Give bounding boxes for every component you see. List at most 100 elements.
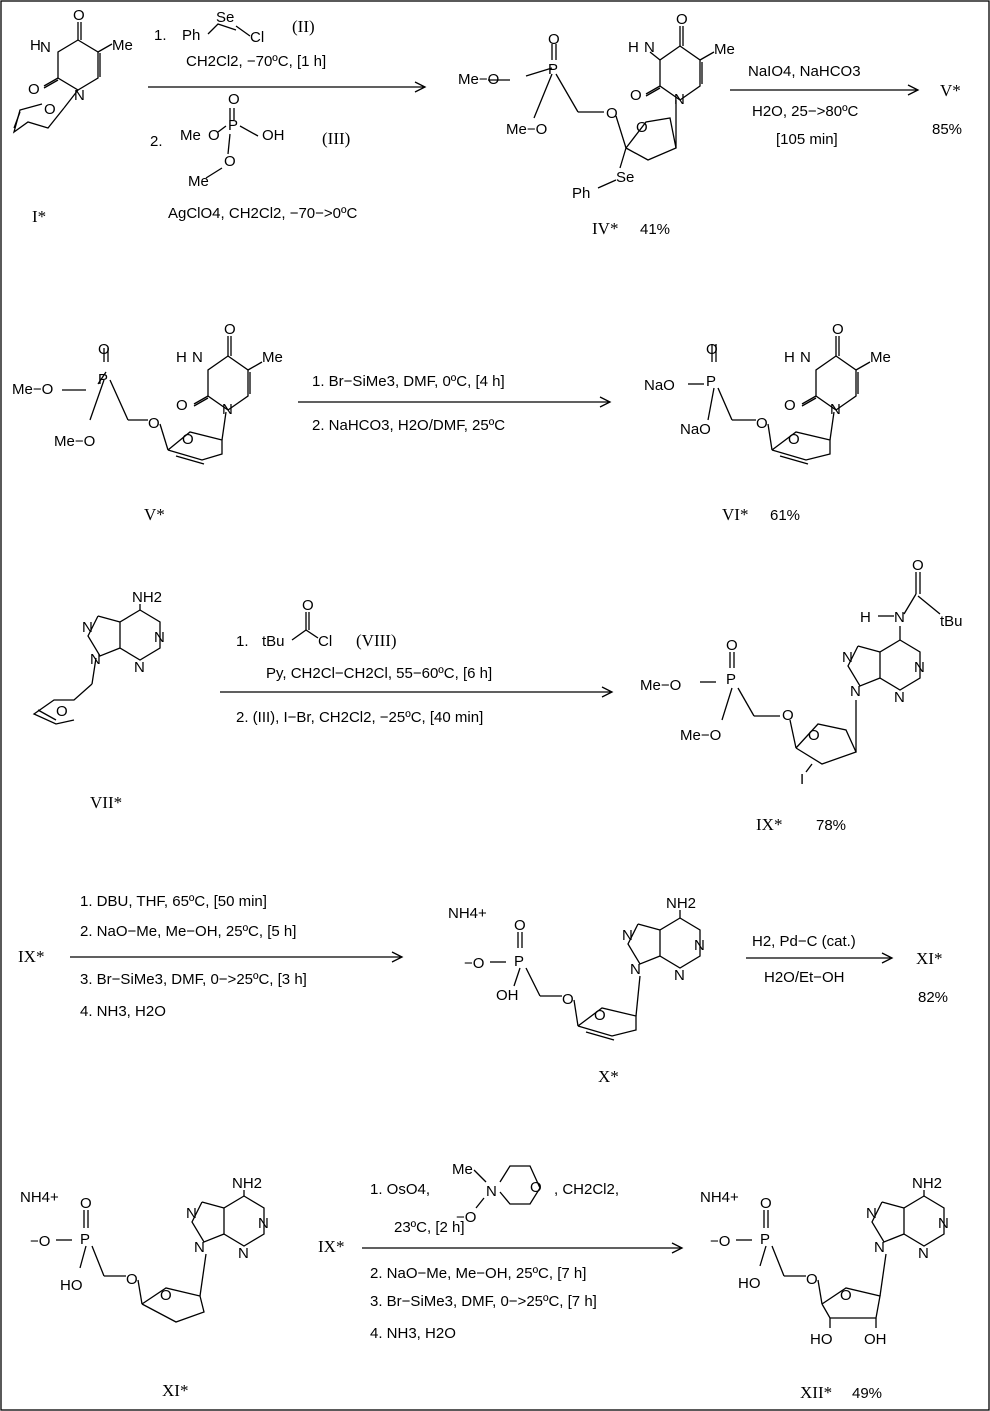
atom-P: P: [514, 953, 524, 970]
atom-P: P: [80, 1231, 90, 1248]
compound-XI-label: XI*: [162, 1381, 188, 1400]
compound-V-product-label: V*: [940, 81, 961, 100]
compound-XI-product-label: XI*: [916, 949, 942, 968]
compound-IX-yield: 78%: [816, 817, 846, 834]
compound-I-structure: [12, 22, 113, 134]
atom-O: O: [806, 1271, 818, 1288]
step7-nmo-n: N: [486, 1183, 497, 1200]
atom-NH4: NH4+: [700, 1189, 739, 1206]
atom-NH2: NH2: [132, 589, 162, 606]
atom-NH2: NH2: [232, 1175, 262, 1192]
step7-line2: 23ºC, [2 h]: [394, 1219, 465, 1236]
step4-o: O: [302, 597, 314, 614]
atom-N: N: [644, 39, 655, 56]
atom-N: N: [674, 967, 685, 984]
atom-MeO: Me−O: [680, 727, 721, 744]
atom-N: N: [82, 619, 93, 636]
step4-num1: 1.: [236, 633, 249, 650]
step1-me1: Me: [180, 127, 201, 144]
atom-MeO: Me−O: [458, 71, 499, 88]
step7-line5: 4. NH3, H2O: [370, 1325, 456, 1342]
compound-IV-label: IV*: [592, 219, 618, 238]
atom-N: N: [194, 1239, 205, 1256]
atom-NH4: NH4+: [20, 1189, 59, 1206]
step1-se: Se: [216, 9, 234, 26]
atom-O: O: [56, 703, 68, 720]
step1-me2: Me: [188, 173, 209, 190]
atom-O: O: [80, 1195, 92, 1212]
atom-N: N: [938, 1215, 949, 1232]
compound-V-label: V*: [144, 505, 165, 524]
step1-num1: 1.: [154, 27, 167, 44]
step7-line4: 3. Br−SiMe3, DMF, 0−>25ºC, [7 h]: [370, 1293, 597, 1310]
step4-cond2: 2. (III), I−Br, CH2Cl2, −25ºC, [40 min]: [236, 709, 483, 726]
compound-V-structure: [62, 336, 263, 465]
atom-H: H: [860, 609, 871, 626]
step7-line1a: 1. OsO4,: [370, 1181, 430, 1198]
atom-P: P: [548, 61, 558, 78]
compound-VI-yield: 61%: [770, 507, 800, 524]
atom-N: N: [258, 1215, 269, 1232]
atom-NH2: NH2: [666, 895, 696, 912]
atom-P: P: [760, 1231, 770, 1248]
atom-NH2: NH2: [912, 1175, 942, 1192]
atom-H: H: [176, 349, 187, 366]
atom-P: P: [726, 671, 736, 688]
atom-O: O: [760, 1195, 772, 1212]
compound-IX-structure: [700, 572, 941, 773]
compound-X-structure: [490, 910, 701, 1041]
compound-VII-structure: [32, 604, 161, 725]
atom-O: O: [784, 397, 796, 414]
atom-OH: OH: [864, 1331, 887, 1348]
atom-NH4: NH4+: [448, 905, 487, 922]
atom-P: P: [98, 371, 108, 388]
atom-O: O: [73, 7, 85, 24]
atom-N: N: [874, 1239, 885, 1256]
atom-N: N: [90, 651, 101, 668]
step7-nmo-ominus: −O: [456, 1209, 476, 1226]
atom-O: O: [148, 415, 160, 432]
step7-arrowhead: [671, 1242, 684, 1254]
atom-MeO: Me−O: [640, 677, 681, 694]
atom-N: N: [238, 1245, 249, 1262]
atom-Me: Me: [262, 349, 283, 366]
compound-VI-structure: [688, 336, 871, 465]
atom-O: O: [594, 1007, 606, 1024]
atom-N: N: [866, 1205, 877, 1222]
atom-N: N: [914, 659, 925, 676]
step7-nmo-o: O: [530, 1179, 542, 1196]
atom-Ph: Ph: [572, 185, 590, 202]
step1-cond1: CH2Cl2, −70ºC, [1 h]: [186, 53, 326, 70]
atom-N: N: [918, 1245, 929, 1262]
atom-O: O: [562, 991, 574, 1008]
atom-P: P: [706, 373, 716, 390]
atom-O: O: [840, 1287, 852, 1304]
atom-O: O: [126, 1271, 138, 1288]
atom-Ominus: −O: [464, 955, 484, 972]
atom-O: O: [706, 341, 718, 358]
atom-HO: HO: [810, 1331, 833, 1348]
step6-line2: H2O/Et−OH: [764, 969, 844, 986]
atom-O: O: [28, 81, 40, 98]
step6-arrowhead: [881, 952, 894, 964]
compound-IV-yield: 41%: [640, 221, 670, 238]
step5-line1: 1. DBU, THF, 65ºC, [50 min]: [80, 893, 267, 910]
step4-cond1: Py, CH2Cl−CH2Cl, 55−60ºC, [6 h]: [266, 665, 492, 682]
step5-line3: 3. Br−SiMe3, DMF, 0−>25ºC, [3 h]: [80, 971, 307, 988]
atom-O: O: [44, 101, 56, 118]
compound-IX-start-label: IX*: [18, 947, 44, 966]
atom-O: O: [808, 727, 820, 744]
atom-O: O: [606, 105, 618, 122]
step1-o-dbl: O: [228, 91, 240, 108]
compound-XII-yield: 49%: [852, 1385, 882, 1402]
atom-O: O: [782, 707, 794, 724]
atom-O: O: [548, 31, 560, 48]
atom-NaO: NaO: [680, 421, 711, 438]
atom-N: N: [694, 937, 705, 954]
step1-ph: Ph: [182, 27, 200, 44]
step1-oh: OH: [262, 127, 285, 144]
atom-Me: Me: [870, 349, 891, 366]
step3-line1: 1. Br−SiMe3, DMF, 0ºC, [4 h]: [312, 373, 505, 390]
atom-O: O: [514, 917, 526, 934]
